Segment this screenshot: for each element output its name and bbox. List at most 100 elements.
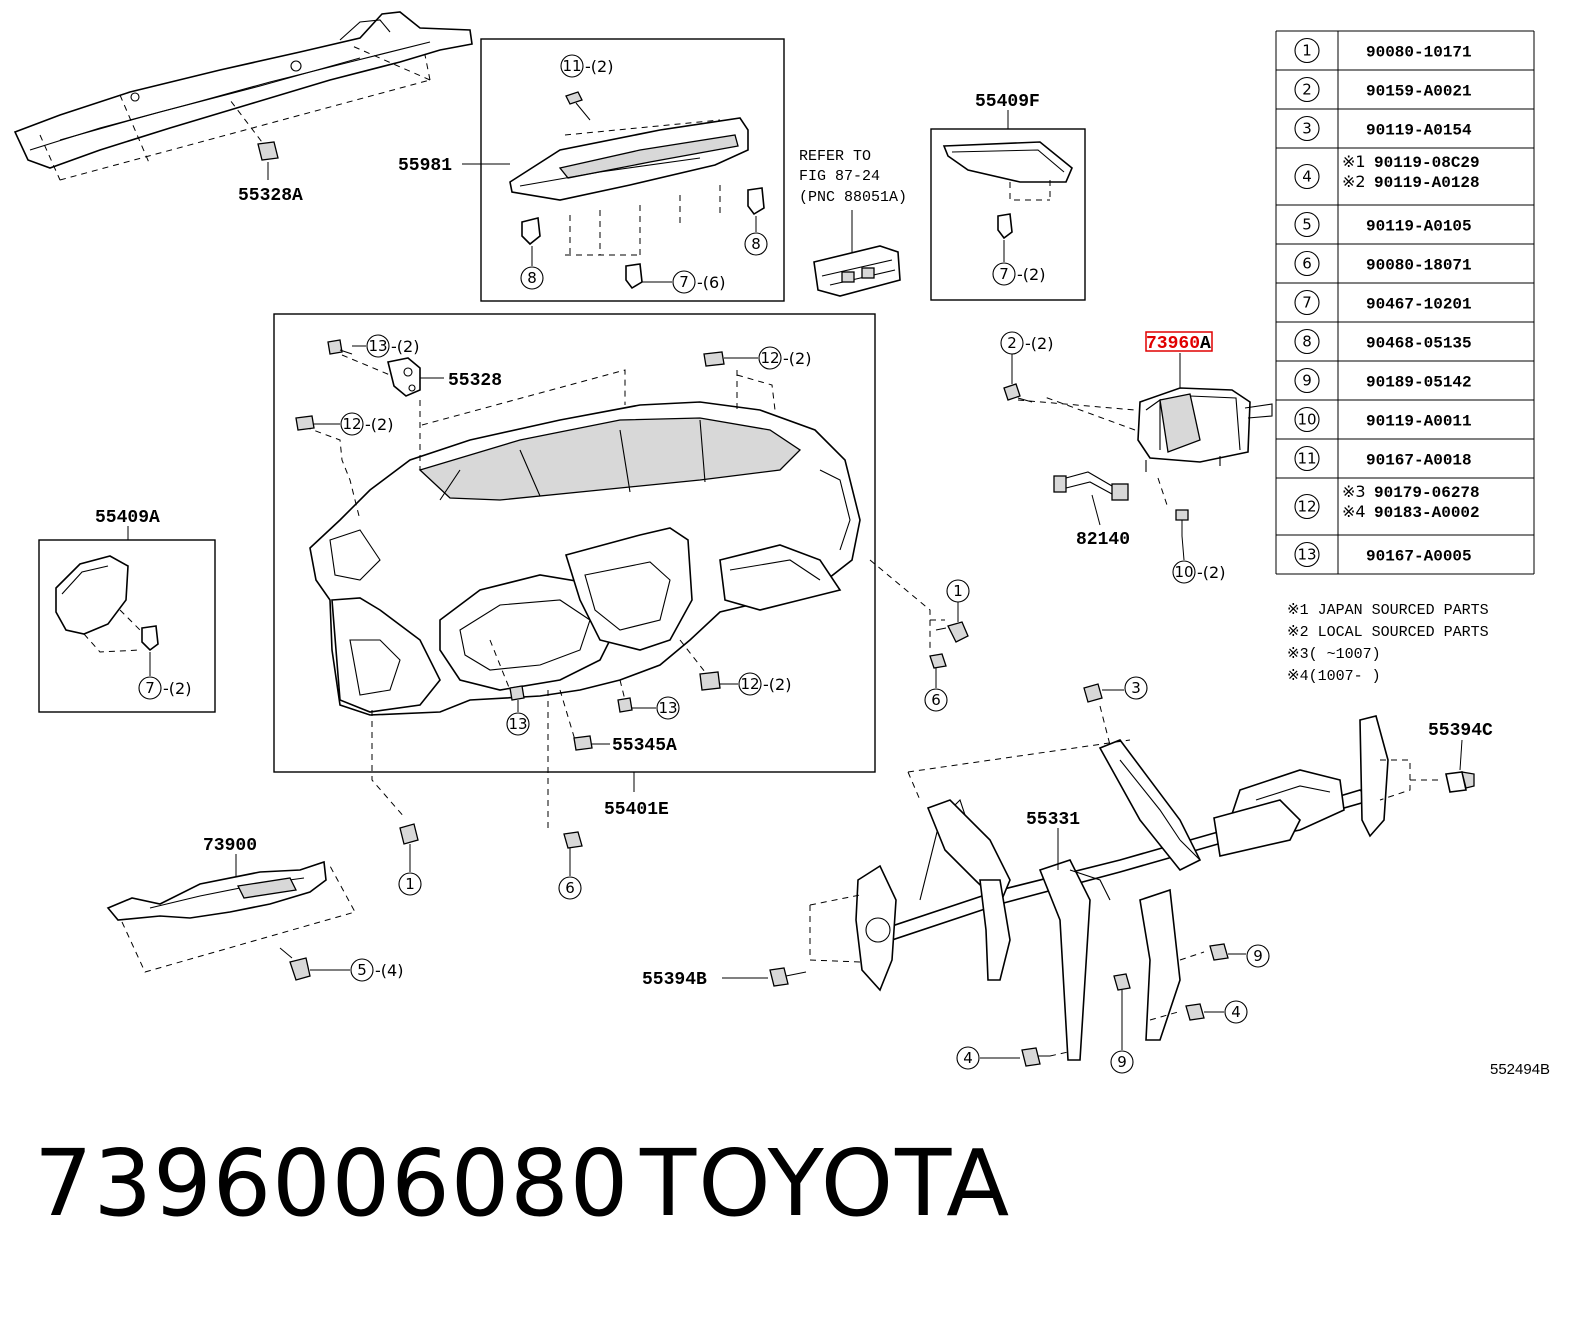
- screw-13-right-drawing: [617, 697, 633, 713]
- label-73900: 73900: [203, 836, 257, 856]
- table-part-mark: ※1: [1342, 152, 1366, 171]
- instrument-panel-55401E-drawing: [309, 401, 861, 716]
- callout-1-right: 1: [946, 579, 970, 622]
- svg-text:8: 8: [751, 235, 761, 253]
- table-ref-number: 4: [1302, 168, 1312, 186]
- svg-text:※4(1007- ): ※4(1007- ): [1287, 668, 1381, 685]
- table-ref-number: 11: [1297, 450, 1316, 468]
- callout-6-bottom: 6: [558, 848, 582, 900]
- table-part-number: 90119-A0105: [1366, 218, 1472, 236]
- box-55409A: [38, 539, 216, 713]
- svg-text:(PNC 88051A): (PNC 88051A): [799, 189, 907, 206]
- label-55394B: 55394B: [642, 970, 707, 990]
- table-part-number: 90159-A0021: [1366, 83, 1472, 101]
- callout-8-right: 8: [744, 216, 768, 256]
- table-ref-number: 3: [1302, 120, 1312, 138]
- callout-2: 2 -(2): [1000, 331, 1053, 384]
- airbag-73960A-drawing: [1017, 387, 1273, 509]
- svg-text:6: 6: [931, 691, 941, 709]
- callout-7-box: 7 -(6): [642, 270, 725, 294]
- callout-13-right: 13: [632, 696, 680, 720]
- brand-name: TOYOTA: [640, 1130, 1012, 1237]
- svg-text:2: 2: [1007, 334, 1017, 352]
- svg-text:FIG 87-24: FIG 87-24: [799, 168, 880, 185]
- label-55409F: 55409F: [975, 92, 1040, 112]
- bolt-55394B-drawing: [769, 967, 807, 987]
- table-ref-circle: [1294, 493, 1320, 520]
- svg-text:-(2): -(2): [163, 679, 191, 698]
- callout-12-left: 12 -(2): [314, 412, 393, 436]
- svg-text:4: 4: [1231, 1003, 1241, 1021]
- svg-text:13: 13: [658, 699, 677, 717]
- svg-text:-(2): -(2): [1017, 265, 1045, 284]
- callout-12-bottom: 12 -(2): [720, 672, 791, 696]
- panel-73900-drawing: [106, 860, 356, 973]
- screw-11-drawing: [565, 91, 591, 121]
- callout-7-f: 7 -(2): [992, 240, 1045, 286]
- table-ref-number: 13: [1297, 546, 1316, 564]
- label-55328A: 55328A: [238, 186, 303, 206]
- upper-panel-drawing: [13, 11, 473, 181]
- table-ref-circle: [1294, 76, 1320, 103]
- svg-text:13: 13: [508, 715, 527, 733]
- label-55401E: 55401E: [604, 800, 669, 820]
- panel-55981-drawing: [509, 117, 749, 256]
- svg-text:7: 7: [999, 265, 1009, 283]
- clip-8-left-drawing: [521, 217, 541, 246]
- svg-text:6: 6: [565, 879, 575, 897]
- table-ref-circle: [1294, 445, 1320, 472]
- table-ref-number: 12: [1297, 498, 1316, 516]
- callout-13-bottom: 13: [506, 700, 530, 736]
- callout-3: 3: [1102, 676, 1148, 700]
- callout-8-left: 8: [520, 246, 544, 290]
- beam-55331-drawing: [855, 715, 1389, 1061]
- table-ref-circle: [1294, 289, 1320, 316]
- svg-text:9: 9: [1253, 947, 1263, 965]
- table-part-mark: ※2: [1342, 172, 1366, 191]
- clip-12-left-drawing: [295, 415, 315, 431]
- svg-text:-(2): -(2): [763, 675, 791, 694]
- bolt-4-left-drawing: [1021, 1047, 1050, 1067]
- table-part-number: 90080-18071: [1366, 257, 1472, 275]
- bolt-55394C-drawing: [1445, 771, 1475, 793]
- table-part-number: 90167-A0005: [1366, 548, 1472, 566]
- screw-13-bottom-drawing: [509, 685, 525, 701]
- table-ref-number: 10: [1297, 411, 1316, 429]
- callout-7-a: 7 -(2): [138, 652, 191, 700]
- bolt-1-bottom-drawing: [399, 823, 419, 845]
- svg-text:-(4): -(4): [375, 961, 403, 980]
- label-55981: 55981: [398, 156, 452, 176]
- part-number: 7396006080: [34, 1130, 630, 1237]
- bracket-55328-drawing: [387, 357, 421, 397]
- box-55409F: [930, 128, 1086, 301]
- clip-55345A-drawing: [573, 735, 593, 751]
- ip-leaders: [304, 354, 945, 830]
- screw-10-drawing: [1175, 509, 1189, 536]
- svg-text:13: 13: [368, 337, 387, 355]
- cover-55409F-drawing: [942, 141, 1073, 240]
- table-ref-circle: [1294, 541, 1320, 568]
- svg-text:-(2): -(2): [585, 57, 613, 76]
- callout-5: 5 -(4): [310, 958, 403, 982]
- wire-82140-drawing: [1053, 471, 1129, 526]
- table-ref-number: 1: [1302, 42, 1312, 60]
- svg-text:REFER TO: REFER TO: [799, 148, 871, 165]
- callout-6-right: 6: [924, 668, 948, 712]
- svg-text:※2 LOCAL SOURCED PARTS: ※2 LOCAL SOURCED PARTS: [1287, 624, 1489, 641]
- svg-text:5: 5: [357, 961, 367, 979]
- table-ref-circle: [1294, 211, 1320, 238]
- table-ref-number: 7: [1302, 294, 1312, 312]
- callout-13-top: 13 -(2): [352, 334, 419, 358]
- table-part-number: 90183-A0002: [1374, 504, 1480, 522]
- nut-6-bottom-drawing: [563, 831, 583, 849]
- table-part-number: 90119-A0128: [1374, 174, 1480, 192]
- parts-notes: ※1 JAPAN SOURCED PARTS ※2 LOCAL SOURCED …: [1287, 602, 1489, 685]
- bolt-4-right-drawing: [1185, 1003, 1205, 1021]
- callout-12-top: 12 -(2): [724, 346, 811, 370]
